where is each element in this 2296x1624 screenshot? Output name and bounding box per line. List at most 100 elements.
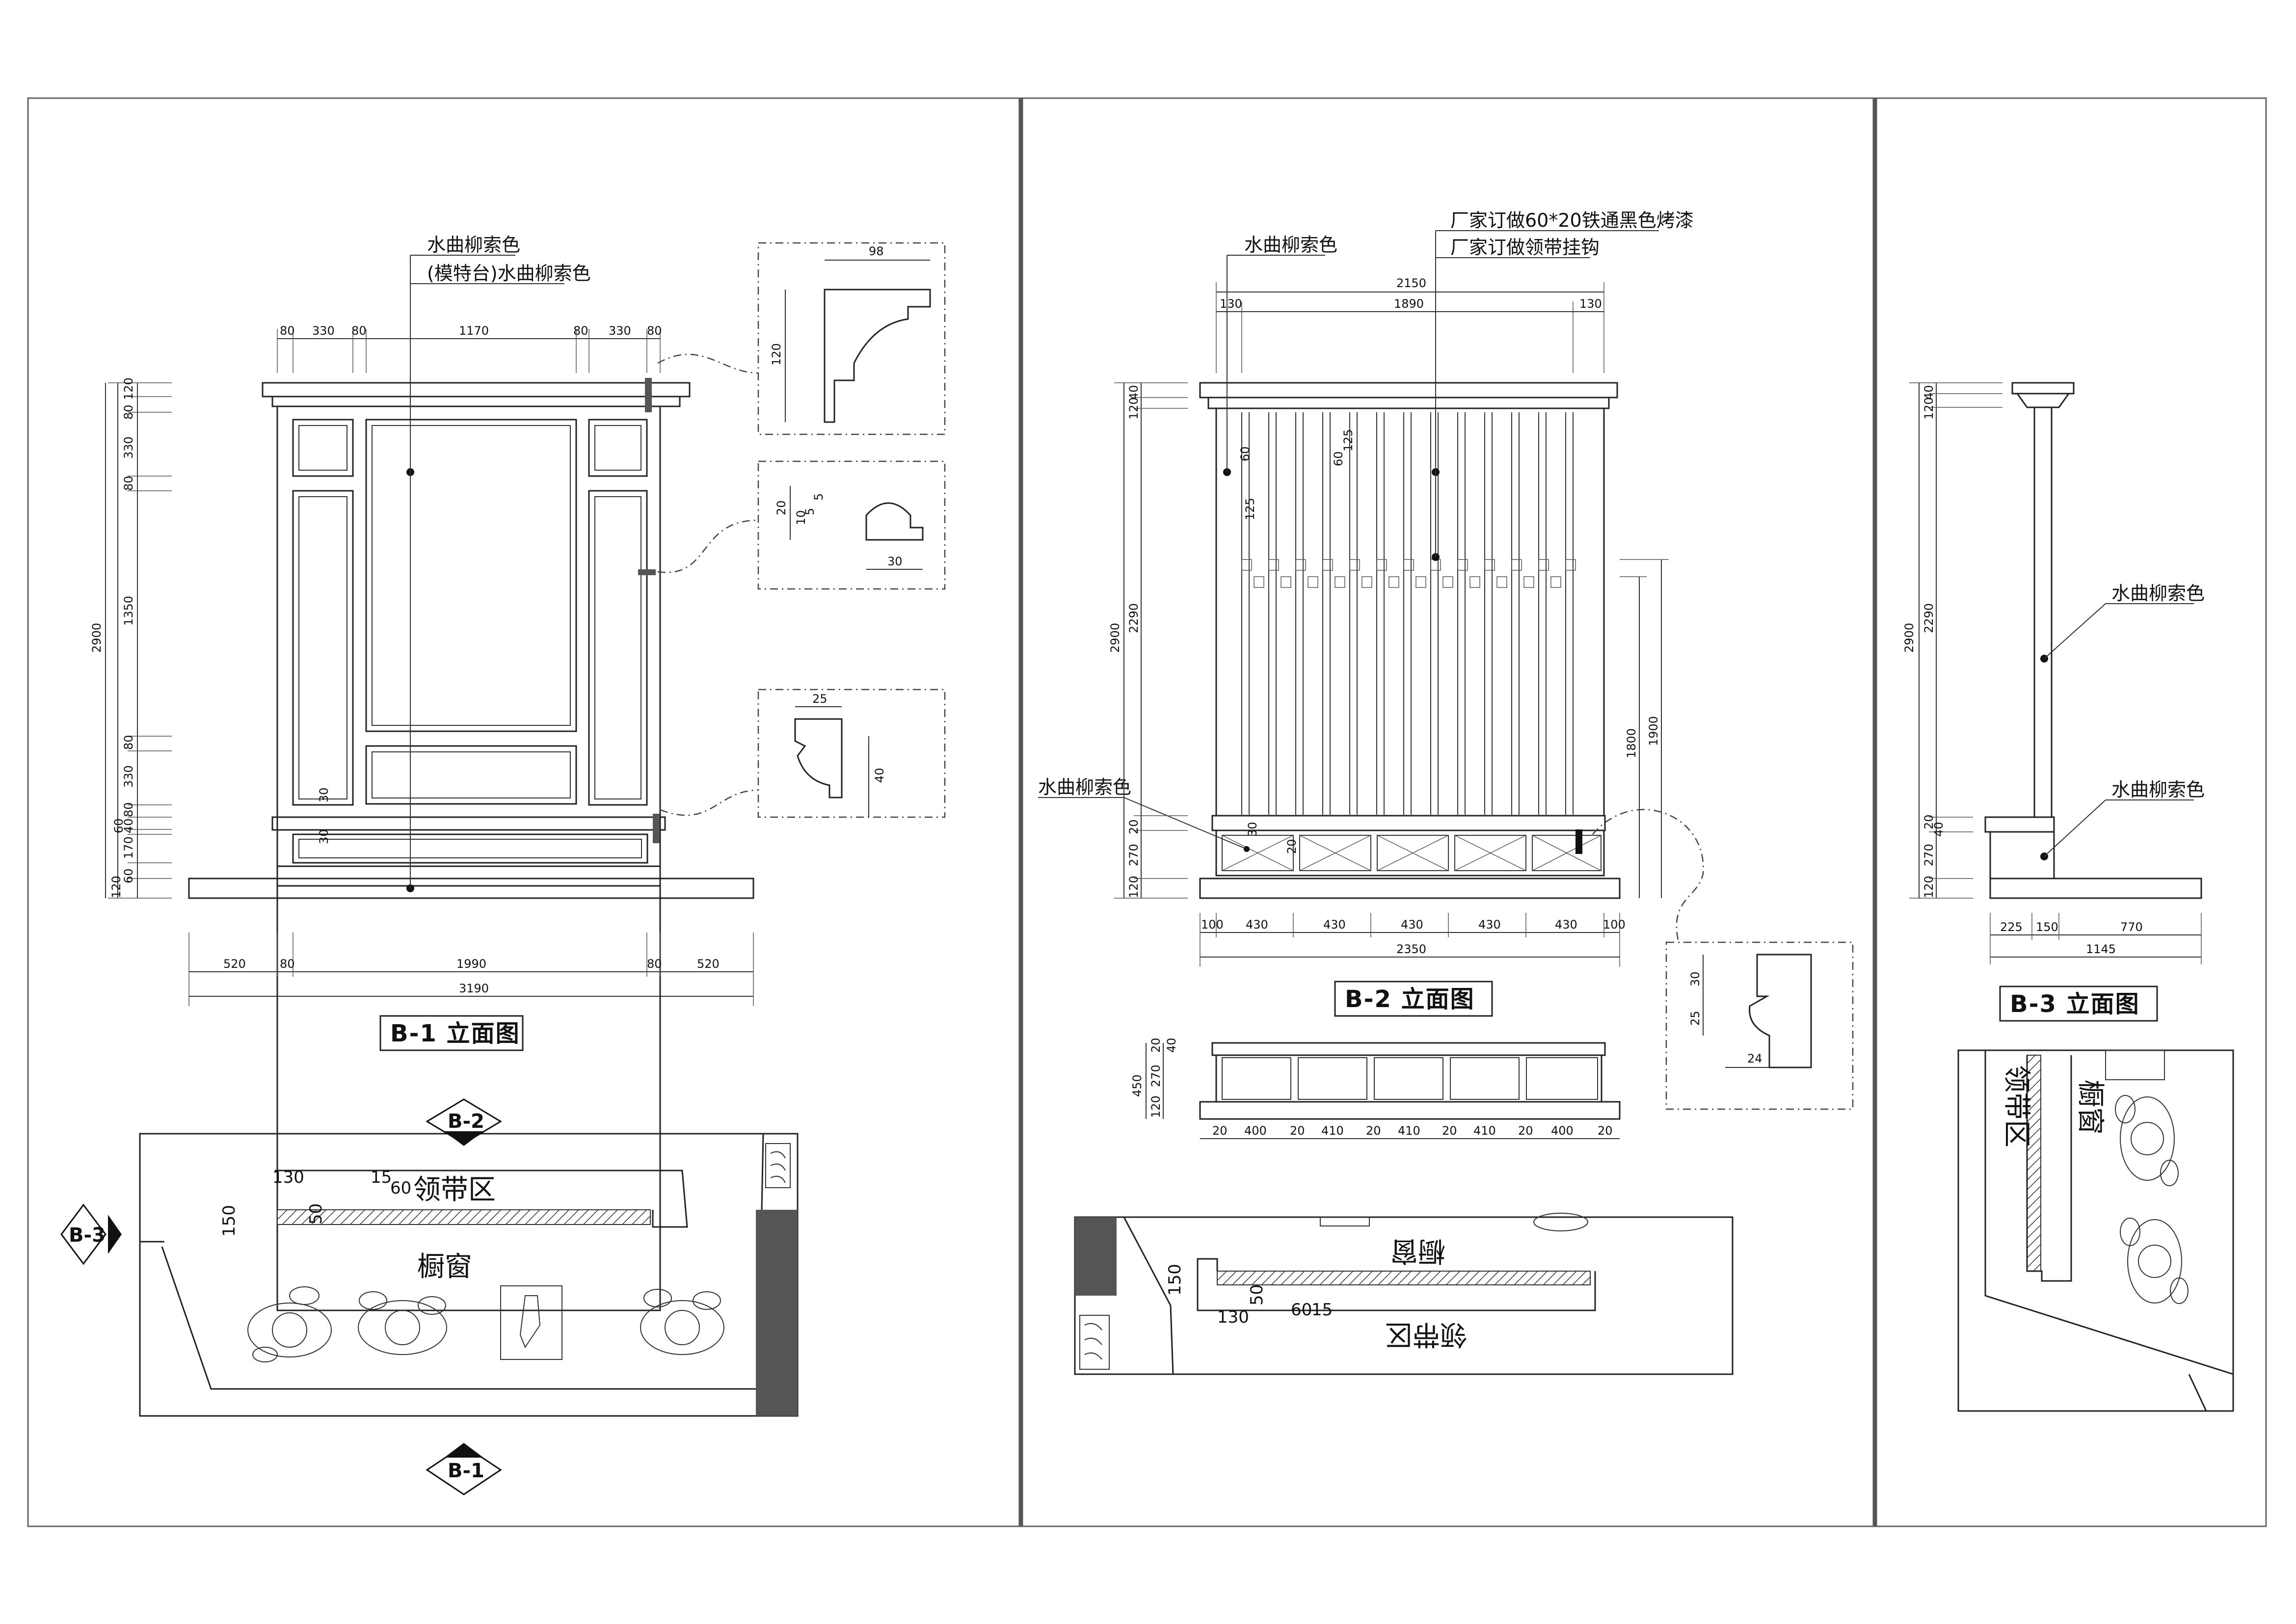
b2-note-2: 厂家订做60*20铁通黑色烤漆 (1450, 210, 1694, 231)
b3-left-dim-7: 120 (1922, 876, 1936, 898)
b2-elevation: 水曲柳索色 厂家订做60*20铁通黑色烤漆 厂家订做领带挂钩 水曲柳索色 60 … (1038, 210, 1854, 1139)
b3-bottom-dim-1: 225 (2000, 920, 2023, 934)
b2-inner-dim-1: 60 (1238, 446, 1252, 461)
b2-note-1: 水曲柳索色 (1244, 234, 1337, 256)
b1-left-dim-11: 170 (122, 836, 135, 859)
shelf-object-icon (765, 1143, 791, 1188)
b2-detail-dim-2: 25 (1688, 1011, 1702, 1026)
b2-title: B-2 立面图 (1345, 985, 1475, 1013)
b2-plan-figure-icon (1533, 1213, 1588, 1231)
b1-top-dim-5: 80 (573, 324, 588, 338)
b3-left-dim-2: 120 (1922, 397, 1936, 420)
b1-plan-dim-3: 60 (390, 1178, 411, 1198)
b2-left-dim-3: 2290 (1127, 603, 1141, 633)
b2-height-total: 2900 (1108, 623, 1122, 653)
b1-mid-a: 20 (774, 500, 788, 515)
b1-bottom-dim-3: 1990 (456, 957, 486, 971)
b2-drawer-dim-6: 430 (1555, 918, 1577, 932)
b2-left-dim-1: 40 (1127, 385, 1141, 400)
b1-note-2: (模特台)水曲柳索色 (427, 263, 591, 284)
b1-left-dim-7: 330 (122, 765, 135, 788)
b2-inner-dim-4: 125 (1341, 429, 1355, 452)
b2-left-dim-6: 120 (1127, 876, 1141, 898)
b1-plan: 领带区 橱窗 130 15 60 50 150 B-2 (60, 1098, 799, 1495)
b3-left-dim-6: 270 (1922, 844, 1936, 866)
b2-bench-dim-8: 410 (1473, 1124, 1496, 1138)
b1-note-1: 水曲柳索色 (427, 234, 520, 256)
b1-elevation: 水曲柳索色 (模特台)水曲柳索色 30 30 80 330 80 1170 80… (90, 234, 946, 1311)
b2-plan-zone-window: 橱窗 (1390, 1235, 1445, 1267)
b1-top-dim-4: 1170 (459, 324, 489, 338)
b3-elevation: 水曲柳索色 水曲柳索色 40 120 2290 20 40 270 120 29… (1902, 382, 2205, 1022)
b2-inner-dim-2: 60 (1332, 451, 1345, 466)
mannequin-figure-3 (640, 1289, 724, 1355)
b1-mid-b: 10 (794, 510, 808, 525)
b2-plan-dim-1: 150 (1165, 1264, 1185, 1296)
b2-bench-dim-9: 20 (1518, 1124, 1533, 1138)
section-marker-b3: B-3 (60, 1203, 122, 1265)
mannequin-figure-2 (358, 1291, 447, 1355)
b2-bench-dim-6: 410 (1398, 1124, 1420, 1138)
b2-top-dim-2: 1890 (1394, 297, 1424, 311)
b2-total-width: 2350 (1396, 942, 1426, 956)
b1-left-dim-9: 40 (122, 818, 135, 833)
b2-left-dim-2: 120 (1127, 397, 1141, 420)
b2-bench-height: 450 (1130, 1074, 1144, 1097)
b2-bench-dim-4: 410 (1321, 1124, 1344, 1138)
b2-note-3: 厂家订做领带挂钩 (1450, 237, 1600, 258)
b1-left-dim-4: 80 (122, 476, 135, 491)
b2-bench-dim-3: 20 (1290, 1124, 1305, 1138)
b2-plan-dim-5: 15 (1311, 1300, 1333, 1320)
b2-left-dim-5: 270 (1127, 844, 1141, 866)
b1-left-dim-6: 80 (122, 735, 135, 750)
b1-bottom-dim-2: 80 (280, 957, 295, 971)
b2-plan-shelf-icon (1079, 1315, 1110, 1370)
b3-note-1: 水曲柳索色 (2111, 583, 2205, 604)
b1-left-dim-10: 60 (112, 818, 126, 833)
b1-inner-dim-1: 30 (317, 787, 331, 802)
b3-total-width: 1145 (2086, 942, 2116, 956)
b1-plan-dim-4: 50 (306, 1203, 326, 1225)
b1-left-dim-5: 1350 (122, 596, 135, 626)
b1-left-dim-13: 120 (109, 876, 123, 898)
b2-drawer-dim-3: 430 (1323, 918, 1346, 932)
b3-left-dim-5: 40 (1932, 822, 1946, 837)
svg-text:B-3: B-3 (69, 1224, 106, 1247)
b2-drawer-dim-7: 100 (1603, 918, 1626, 932)
mannequin-figure-1 (247, 1286, 332, 1362)
b3-left-dim-1: 40 (1922, 385, 1936, 400)
b1-left-dim-2: 80 (122, 404, 135, 420)
section-marker-b2: B-2 (426, 1098, 502, 1146)
b2-tie-hooks (1241, 559, 1576, 588)
b3-left-dim-4: 20 (1922, 814, 1936, 829)
b2-inner-dim-6: 20 (1285, 839, 1299, 854)
b2-bench-side-3: 270 (1149, 1065, 1163, 1087)
b2-drawer-dim-4: 430 (1401, 918, 1423, 932)
b2-plan-zone-tie: 领带区 (1385, 1318, 1468, 1350)
b2-top-dim-3: 130 (1579, 297, 1602, 311)
b2-bench-dim-7: 20 (1442, 1124, 1457, 1138)
b2-bench-dim-5: 20 (1366, 1124, 1381, 1138)
b3-plan-zone-window: 橱窗 (2074, 1080, 2106, 1135)
b1-crown-width: 98 (869, 244, 884, 258)
section-marker-b1: B-1 (426, 1443, 502, 1495)
b2-plan: 橱窗 领带区 150 50 130 60 15 (1074, 1213, 1734, 1375)
b2-bench-side-2: 40 (1165, 1038, 1178, 1053)
b2-top-dim-1: 130 (1220, 297, 1242, 311)
sheet-frame (27, 97, 2267, 1527)
b2-plan-dim-2: 50 (1247, 1284, 1267, 1305)
svg-text:B-1: B-1 (448, 1460, 484, 1482)
b2-left-note: 水曲柳索色 (1038, 776, 1131, 798)
b3-title: B-3 立面图 (2010, 990, 2140, 1018)
b1-crown-height: 120 (770, 343, 783, 366)
b3-left-dim-3: 2290 (1922, 603, 1936, 633)
b2-drawer-dim-1: 100 (1201, 918, 1224, 932)
b1-height-total: 2900 (90, 623, 104, 653)
b2-right-dim-1: 1800 (1625, 728, 1638, 758)
b2-plan-dim-4: 60 (1291, 1300, 1312, 1320)
b3-bottom-dim-2: 150 (2036, 920, 2058, 934)
b2-inner-dim-3: 125 (1243, 498, 1257, 520)
b2-plan-dim-3: 130 (1217, 1307, 1249, 1327)
b2-bench-side-4: 120 (1149, 1095, 1163, 1118)
